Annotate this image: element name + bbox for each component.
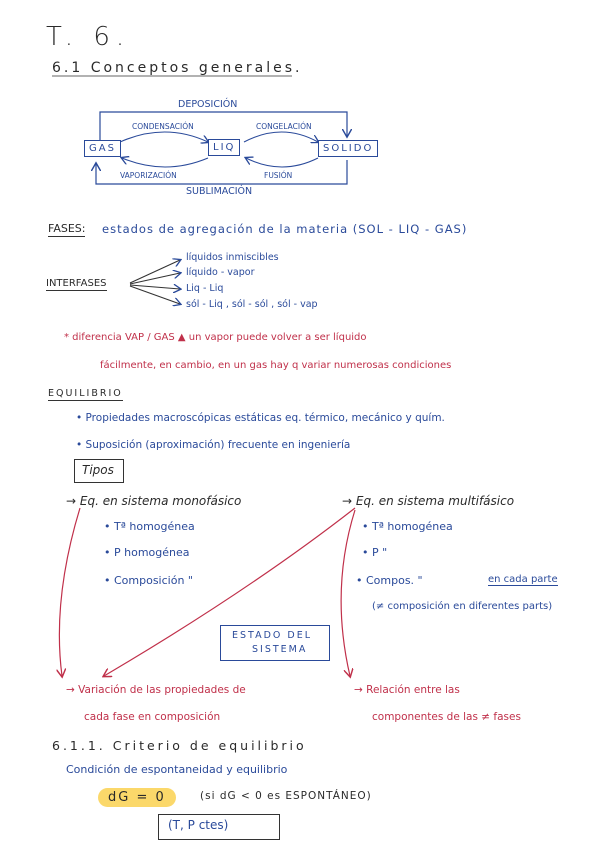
multiphase-item: (≠ composición en diferentes parts) [372, 601, 553, 612]
node-gas: GAS [84, 140, 121, 157]
estado-box [220, 625, 330, 661]
monophase-item: • P homogénea [104, 546, 190, 559]
label-deposicion: DEPOSICIÓN [178, 99, 238, 110]
label-congelacion: CONGELACIÓN [256, 122, 312, 131]
label-fusion: FUSIÓN [264, 171, 293, 180]
estado-line2: SISTEMA [252, 644, 308, 655]
label-condensacion: CONDENSACIÓN [132, 122, 194, 131]
node-liquid: LIQ [208, 139, 241, 156]
monophase-item: • Tª homogénea [104, 520, 195, 533]
multiphase-heading: → Eq. en sistema multifásico [342, 494, 515, 508]
fases-definition: estados de agregación de la materia (SOL… [102, 222, 468, 236]
equilibrio-bullet: • Suposición (aproximación) frecuente en… [76, 439, 351, 451]
multiphase-compos-extra: en cada parte [488, 574, 558, 586]
criterio-boxed: (T, P ctes) [168, 818, 229, 832]
monophase-item: • Composición " [104, 574, 193, 587]
multiphase-item: • Tª homogénea [362, 520, 453, 533]
interfase-item: sól - Liq , sól - sól , sól - vap [186, 299, 318, 310]
criterio-note: (si dG < 0 es ESPONTÁNEO) [200, 790, 372, 802]
fases-label: FASES: [48, 222, 86, 237]
page-title: T. 6. [46, 22, 131, 52]
tipos-label: Tipos [82, 463, 114, 477]
monophase-heading: → Eq. en sistema monofásico [66, 494, 242, 508]
node-solid: SOLIDO [318, 140, 379, 157]
interfase-item: líquidos inmiscibles [186, 252, 279, 263]
tipos-box [74, 459, 124, 483]
section-heading: 6.1 Conceptos generales. [52, 60, 303, 76]
multiphase-item: • Compos. " [356, 574, 423, 587]
criterio-line: Condición de espontaneidad y equilibrio [66, 763, 288, 776]
interfases-label: INTERFASES [46, 278, 107, 291]
result-right-line1: → Relación entre las [354, 684, 460, 696]
interfase-item: líquido - vapor [186, 267, 255, 278]
criterio-heading: 6.1.1. Criterio de equilibrio [52, 738, 307, 753]
result-left-line2: cada fase en composición [84, 711, 221, 723]
result-left-line1: → Variación de las propiedades de [66, 684, 246, 696]
multiphase-item: • P " [362, 546, 388, 559]
criterio-box [158, 814, 280, 840]
estado-line1: ESTADO DEL [232, 630, 313, 641]
label-vaporizacion: VAPORIZACIÓN [120, 171, 177, 180]
criterio-formula: dG = 0 [98, 788, 176, 807]
vapor-gas-note-line2: fácilmente, en cambio, en un gas hay q v… [100, 360, 452, 371]
equilibrio-heading: EQUILIBRIO [48, 388, 123, 401]
result-right-line2: componentes de las ≠ fases [372, 711, 521, 723]
label-sublimacion: SUBLIMACIÓN [186, 186, 253, 197]
vapor-gas-note-line1: * diferencia VAP / GAS ▲ un vapor puede … [64, 332, 367, 343]
interfase-item: Liq - Liq [186, 283, 224, 294]
equilibrio-bullet: • Propiedades macroscópicas estáticas eq… [76, 412, 445, 424]
